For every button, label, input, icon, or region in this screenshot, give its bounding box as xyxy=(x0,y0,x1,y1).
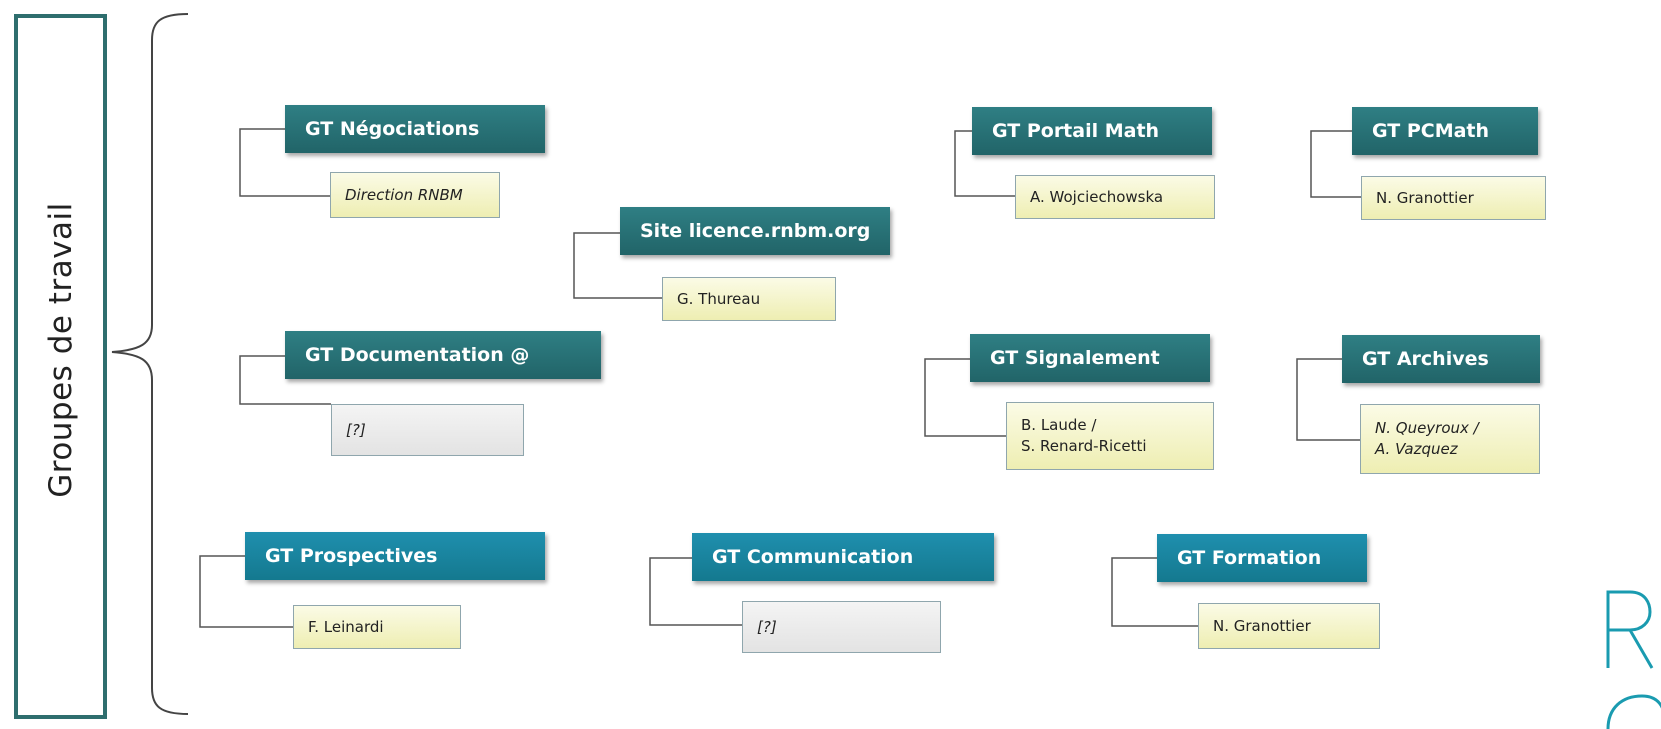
gt-signalement-member: B. Laude / S. Renard-Ricetti xyxy=(1006,402,1214,470)
gt-pcmath-header: GT PCMath xyxy=(1352,107,1538,155)
gt-pcmath-member: N. Granottier xyxy=(1361,176,1546,220)
connector-pcmath xyxy=(1310,130,1361,198)
gt-communication-header: GT Communication xyxy=(692,533,994,581)
connector-formation xyxy=(1111,557,1198,627)
site-licence-header: Site licence.rnbm.org xyxy=(620,207,890,255)
gt-signalement-member-line1: B. Laude / xyxy=(1021,416,1097,434)
connector-site-licence xyxy=(573,232,662,299)
connector-portail-math xyxy=(954,130,1015,197)
gt-documentation-header: GT Documentation @ xyxy=(285,331,601,379)
gt-portail-math-member: A. Wojciechowska xyxy=(1015,175,1215,219)
gt-negociations-member: Direction RNBM xyxy=(330,172,500,218)
gt-signalement-header: GT Signalement xyxy=(970,334,1210,382)
connector-documentation xyxy=(239,355,331,405)
gt-archives-member-line1: N. Queyroux / xyxy=(1375,419,1479,437)
sidebar-frame xyxy=(14,14,107,719)
rnbm-logo xyxy=(1600,590,1661,729)
connector-prospectives xyxy=(199,555,293,628)
gt-formation-member: N. Granottier xyxy=(1198,603,1380,649)
gt-portail-math-header: GT Portail Math xyxy=(972,107,1212,155)
gt-documentation-member: [?] xyxy=(331,404,524,456)
gt-archives-header: GT Archives xyxy=(1342,335,1540,383)
gt-prospectives-member: F. Leinardi xyxy=(293,605,461,649)
gt-archives-member: N. Queyroux / A. Vazquez xyxy=(1360,404,1540,474)
connector-communication xyxy=(649,557,742,626)
gt-archives-member-line2: A. Vazquez xyxy=(1375,440,1458,458)
connector-archives xyxy=(1296,358,1360,441)
gt-formation-header: GT Formation xyxy=(1157,534,1367,582)
gt-negociations-header: GT Négociations xyxy=(285,105,545,153)
connector-signalement xyxy=(924,358,1006,437)
rnbm-logo-mark xyxy=(1606,590,1661,729)
group-brace xyxy=(111,13,189,715)
gt-prospectives-header: GT Prospectives xyxy=(245,532,545,580)
gt-signalement-member-line2: S. Renard-Ricetti xyxy=(1021,437,1147,455)
connector-negociations xyxy=(239,128,330,197)
gt-communication-member: [?] xyxy=(742,601,941,653)
site-licence-member: G. Thureau xyxy=(662,277,836,321)
